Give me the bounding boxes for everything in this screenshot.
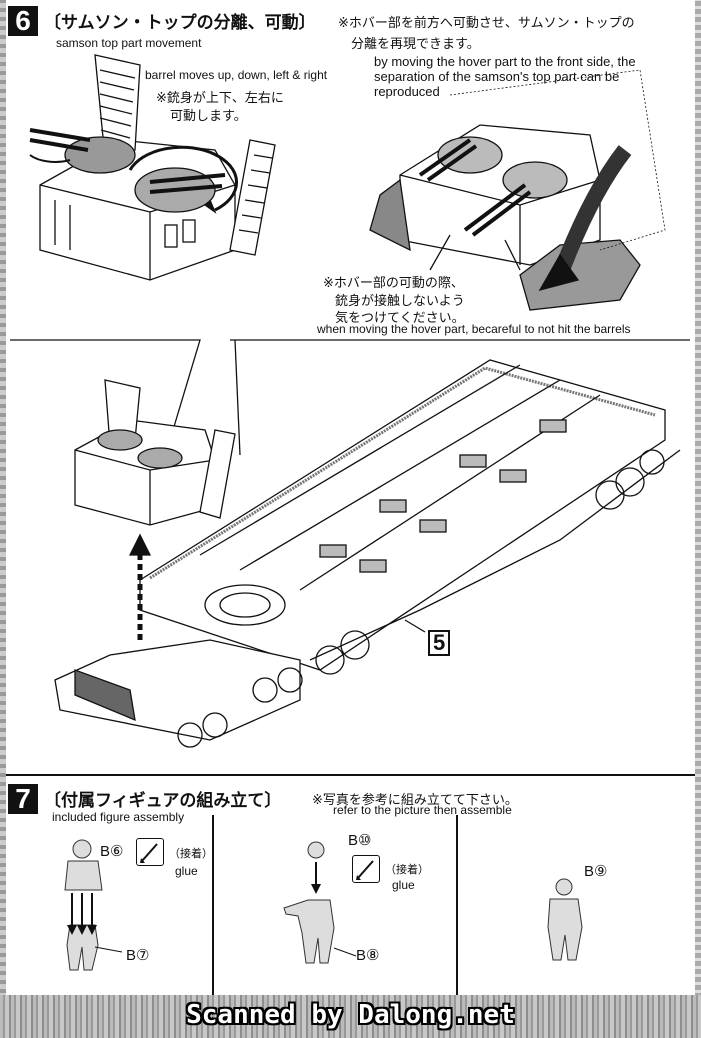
step-7-title-en: included figure assembly [52,810,185,824]
samson-top-main [74,379,236,526]
step-7-note-en: refer to the picture then assemble [333,803,512,817]
step-6-illustration [10,54,690,748]
figure-2-part-b: B⑧ [356,947,380,964]
step-7-number: 7 [8,784,38,814]
figure-divider-2 [456,815,458,995]
step-6-number: 6 [8,6,38,36]
samson-top-detail-right [369,69,666,311]
step-7-note-jp: ※写真を参考に組み立てて下さい。 [312,793,518,808]
section-divider [6,774,695,776]
samson-top-detail-left [29,54,276,281]
figure-3-illustration [547,878,583,961]
barrel-note-en: barrel moves up, down, left & right [145,68,328,82]
scan-edge-left [0,0,6,1038]
barrel-note-jp-1: ※銃身が上下、左右に [156,91,284,106]
figure-2-glue-en: glue [392,878,415,892]
step-6-note-en: by moving the hover part to the front si… [374,54,636,99]
glue-brush-icon [136,838,164,866]
figure-2-glue-jp: （接着） [385,863,429,876]
glue-brush-icon-2 [352,855,380,883]
step-6-note-jp-1: ※ホバー部を前方へ可動させ、サムソン・トップの [338,16,635,31]
figure-1-illustration [64,839,123,971]
figure-2-part-a: B⑩ [348,832,372,849]
caution-jp-3: 気をつけてください。 [335,311,465,326]
figure-1-part-b: B⑦ [126,947,150,964]
scanner-watermark: Scanned by Dalong.net [186,1000,515,1030]
figure-2-illustration [283,841,357,964]
caution-en: when moving the hover part, becareful to… [317,322,631,336]
caution-jp-1: ※ホバー部の可動の際、 [323,276,464,291]
caution-jp-2: 銃身が接触しないよう [335,294,465,309]
trailer-illustration [54,359,681,748]
step-7-title: 〔付属フィギュアの組み立て〕 [44,791,282,811]
figure-1-glue-jp: （接着） [169,847,213,860]
figure-1-part-a: B⑥ [100,843,124,860]
figure-1-glue-en: glue [175,864,198,878]
barrel-note-jp-2: 可動します。 [170,109,247,124]
scan-footer-bar [0,995,701,1038]
step-6-title-en: samson top part movement [56,36,202,50]
step-6-note-jp-2: 分離を再現できます。 [351,37,480,52]
step-6-title: 〔サムソン・トップの分離、可動〕 [44,13,316,33]
figure-divider-1 [212,815,214,995]
part-number-5: 5 [428,630,451,656]
scan-edge-right [695,0,701,1038]
figure-3-part-a: B⑨ [584,863,608,880]
